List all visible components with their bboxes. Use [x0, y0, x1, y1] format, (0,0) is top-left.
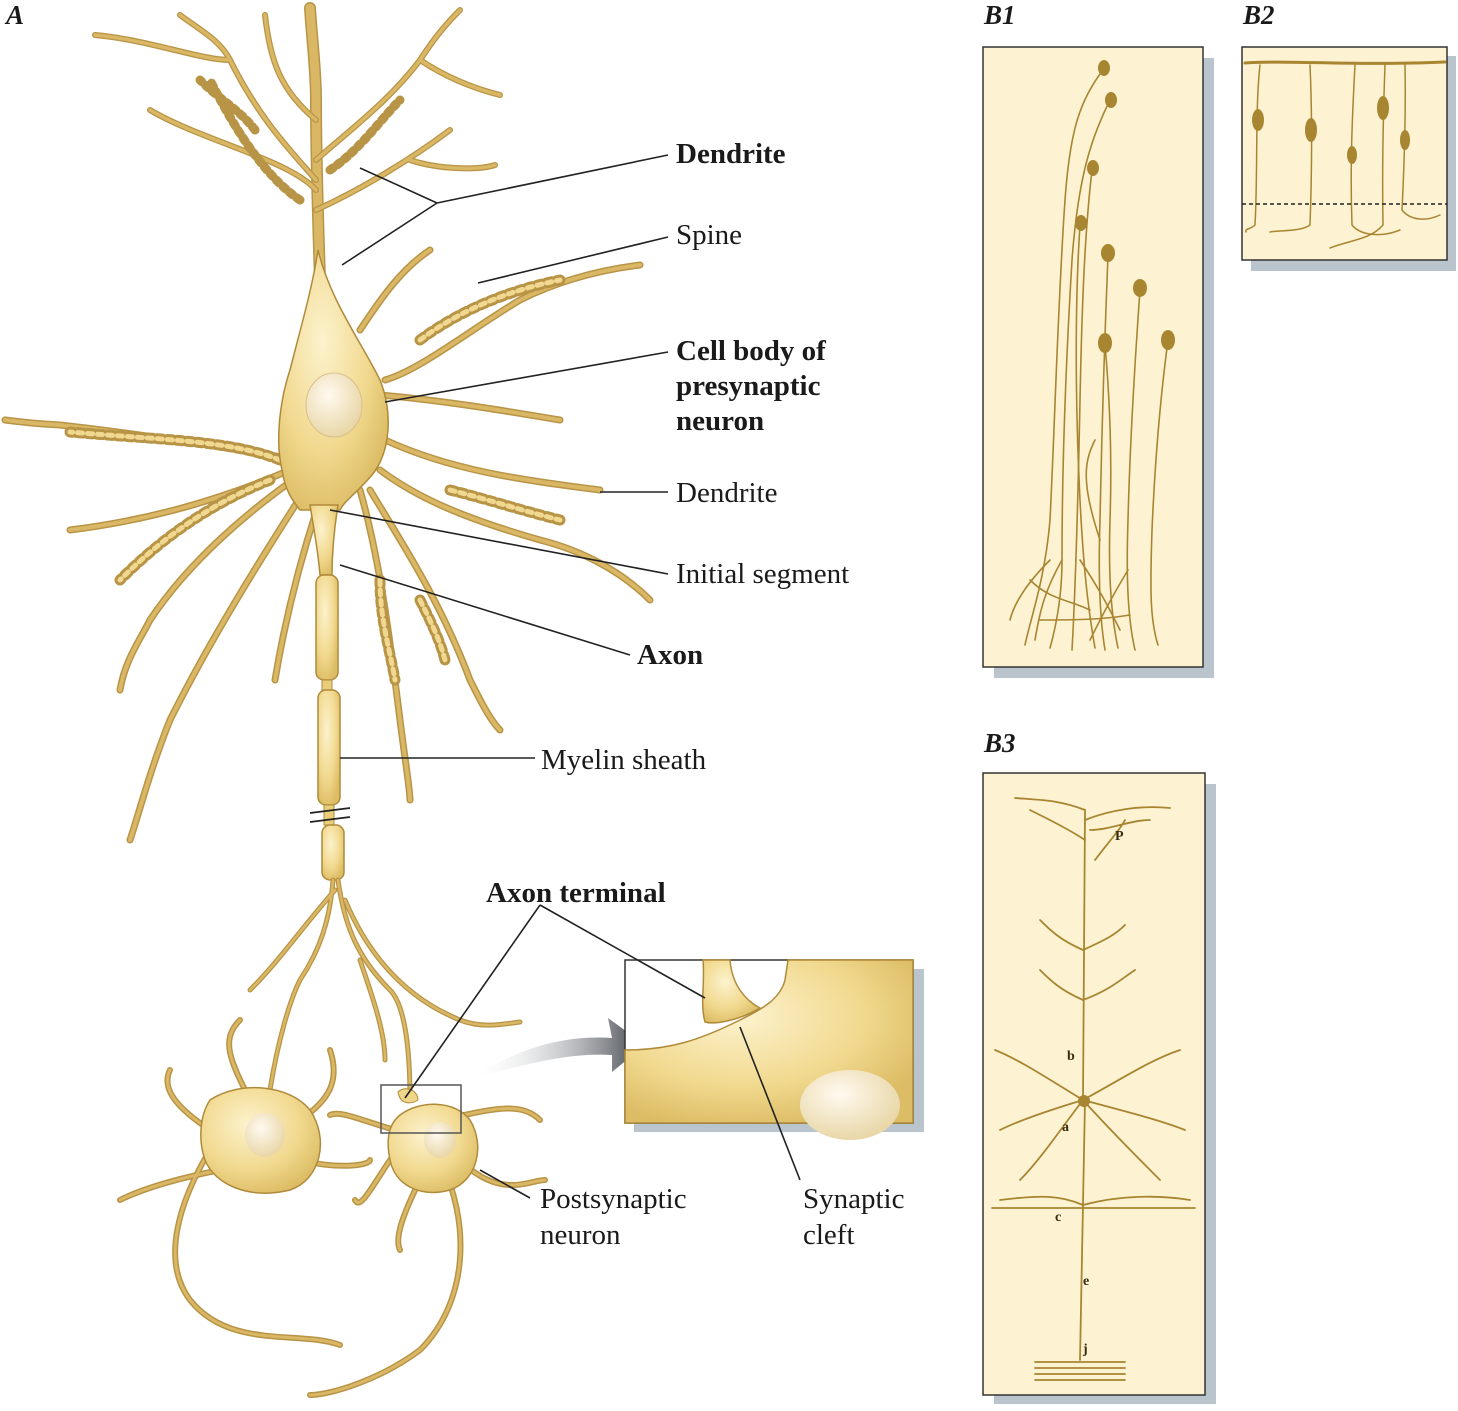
basal-dendrites: [1, 246, 654, 844]
myelin-segment: [321, 824, 345, 881]
label-cell-body-line1: Cell body of: [676, 335, 826, 367]
b3-label-b: b: [1067, 1049, 1075, 1064]
b3-label-e: e: [1083, 1274, 1089, 1289]
label-axon: Axon: [637, 639, 703, 671]
leader-lines: [329, 154, 801, 1199]
label-spine: Spine: [676, 219, 742, 251]
myelin-segment: [315, 574, 339, 681]
label-cell-body-line2: presynaptic: [676, 370, 821, 402]
b3-label-j: j: [1082, 1342, 1088, 1357]
postsynaptic-neurons: [117, 1017, 548, 1398]
apical-dendrite: [92, 2, 503, 286]
nucleus: [305, 372, 363, 438]
label-axon-terminal: Axon terminal: [486, 877, 666, 909]
label-myelin-sheath: Myelin sheath: [541, 744, 707, 776]
axon-terminal-bouton: [701, 959, 762, 1024]
myelin-segment: [321, 679, 333, 691]
magnify-arrow: [470, 1018, 645, 1080]
axon-terminal-branches: [247, 877, 523, 1103]
label-synaptic-cleft-line2: cleft: [803, 1219, 855, 1251]
panel-label-a: A: [4, 0, 24, 30]
presynaptic-neuron: [1, 2, 654, 1103]
panel-label-b1: B1: [983, 0, 1016, 30]
panel-label-b3: B3: [983, 728, 1016, 758]
myelin-segment: [317, 689, 341, 806]
b3-label-c: c: [1055, 1210, 1061, 1225]
synapse-inset: [624, 959, 924, 1140]
label-postsynaptic-line1: Postsynaptic: [540, 1183, 687, 1215]
b3-label-p: P: [1115, 829, 1124, 844]
label-postsynaptic-line2: neuron: [540, 1219, 621, 1251]
label-synaptic-cleft-line1: Synaptic: [803, 1183, 905, 1215]
b3-label-a: a: [1062, 1120, 1069, 1135]
label-dendrite-top: Dendrite: [676, 138, 786, 170]
panel-label-b2: B2: [1242, 0, 1275, 30]
zoom-region-box: [380, 1084, 462, 1134]
panel-b1: B1: [982, 0, 1214, 678]
label-cell-body-line3: neuron: [676, 405, 764, 437]
panel-b2: B2: [1241, 0, 1456, 271]
axon: [309, 504, 351, 881]
label-dendrite-right: Dendrite: [676, 477, 777, 509]
label-initial-segment: Initial segment: [676, 558, 849, 590]
panel-b3: B3 P b a c e j: [982, 728, 1216, 1404]
